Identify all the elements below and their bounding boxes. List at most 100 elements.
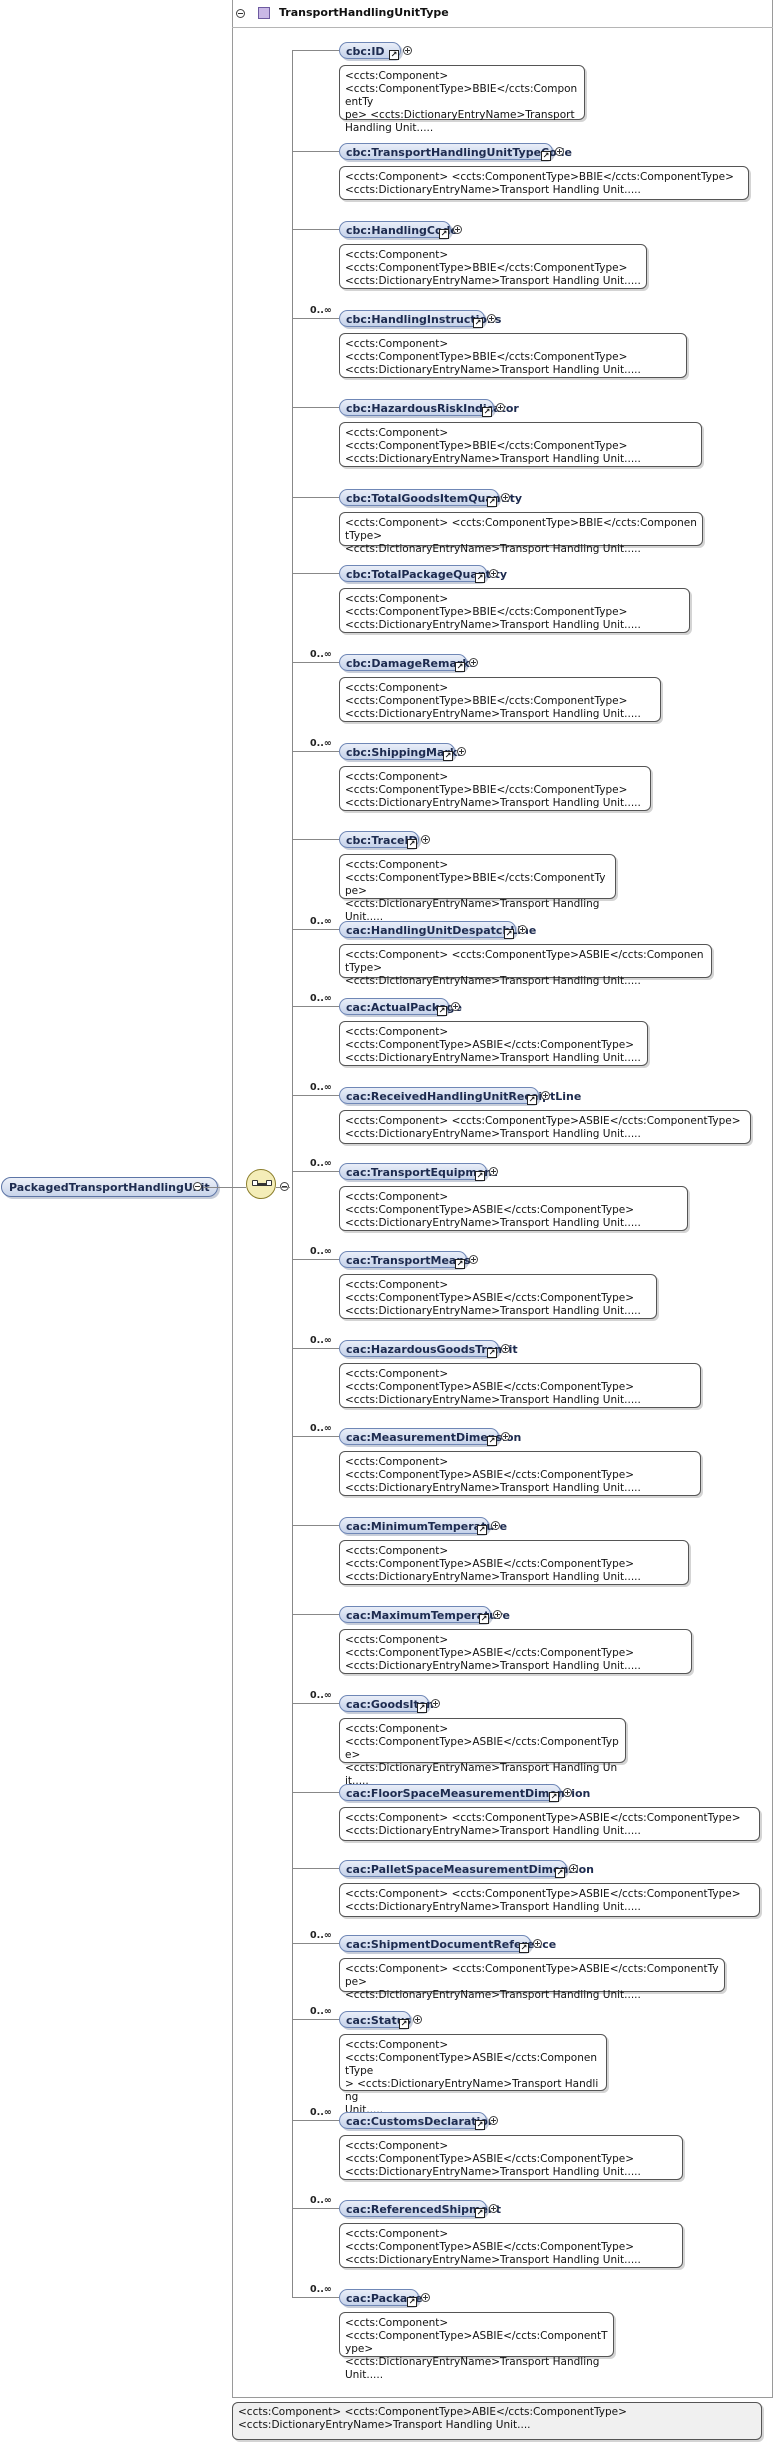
schema-element[interactable]: cbc:DamageRemarks [339, 654, 476, 671]
sequence-compositor-icon [246, 1169, 276, 1199]
root-collapse-toggle-icon[interactable] [193, 1182, 202, 1191]
schema-element-label: cbc:DamageRemarks [346, 657, 477, 670]
element-connector [292, 318, 339, 319]
occurrence-label: 0..∞ [310, 1246, 332, 1257]
expand-toggle-icon[interactable] [453, 225, 462, 234]
schema-element-label: cac:FloorSpaceMeasurementDimension [346, 1787, 591, 1800]
sequence-collapse-toggle-icon[interactable] [280, 1182, 289, 1191]
schema-element[interactable]: cbc:TotalGoodsItemQuantity [339, 489, 522, 506]
reference-arrow-icon: ↗ [443, 751, 453, 761]
schema-element-label: cbc:HazardousRiskIndicator [346, 402, 519, 415]
reference-arrow-icon: ↗ [487, 1348, 497, 1358]
occurrence-label: 0..∞ [310, 1930, 332, 1941]
schema-element-label: cbc:HandlingCode [346, 224, 458, 237]
expand-toggle-icon[interactable] [555, 147, 564, 156]
schema-element[interactable]: cbc:HazardousRiskIndicator [339, 399, 519, 416]
element-connector [292, 662, 339, 663]
schema-element-label: cac:GoodsItem [346, 1698, 438, 1711]
root-element[interactable]: PackagedTransportHandlingUnit [1, 1177, 218, 1197]
occurrence-label: 0..∞ [310, 649, 332, 660]
occurrence-label: 0..∞ [310, 2107, 332, 2118]
reference-arrow-icon: ↗ [475, 573, 485, 583]
schema-element[interactable]: cbc:TraceID [339, 831, 419, 848]
expand-toggle-icon[interactable] [413, 2015, 422, 2024]
reference-arrow-icon: ↗ [399, 2019, 409, 2029]
schema-element[interactable]: cac:TransportMeans [339, 1251, 471, 1268]
element-annotation: <ccts:Component> <ccts:ComponentType>BBI… [339, 244, 647, 289]
expand-toggle-icon[interactable] [569, 1864, 578, 1873]
expand-toggle-icon[interactable] [533, 1939, 542, 1948]
occurrence-label: 0..∞ [310, 738, 332, 749]
expand-toggle-icon[interactable] [496, 403, 505, 412]
schema-element[interactable]: cbc:HandlingCode [339, 221, 458, 238]
expand-toggle-icon[interactable] [469, 1255, 478, 1264]
occurrence-label: 0..∞ [310, 993, 332, 1004]
schema-element[interactable]: cac:HandlingUnitDespatchLine [339, 921, 536, 938]
element-connector [292, 573, 339, 574]
expand-toggle-icon[interactable] [493, 1610, 502, 1619]
schema-element[interactable]: cac:MeasurementDimension [339, 1428, 521, 1445]
expand-toggle-icon[interactable] [469, 658, 478, 667]
element-connector [292, 1259, 339, 1260]
reference-arrow-icon: ↗ [482, 407, 492, 417]
expand-toggle-icon[interactable] [403, 46, 412, 55]
expand-toggle-icon[interactable] [501, 1344, 510, 1353]
schema-element[interactable]: cac:ShipmentDocumentReference [339, 1935, 556, 1952]
expand-toggle-icon[interactable] [489, 569, 498, 578]
element-annotation: <ccts:Component> <ccts:ComponentType>ASB… [339, 1110, 751, 1144]
occurrence-label: 0..∞ [310, 1690, 332, 1701]
element-annotation: <ccts:Component> <ccts:ComponentType>ASB… [339, 1021, 648, 1066]
element-annotation: <ccts:Component> <ccts:ComponentType>ASB… [339, 2223, 683, 2268]
expand-toggle-icon[interactable] [501, 1432, 510, 1441]
schema-element[interactable]: cac:Status [339, 2011, 411, 2028]
schema-element[interactable]: cbc:TransportHandlingUnitTypeCode [339, 143, 572, 160]
schema-element[interactable]: cbc:HandlingInstructions [339, 310, 501, 327]
expand-toggle-icon[interactable] [451, 1002, 460, 1011]
schema-element[interactable]: cac:MinimumTemperature [339, 1517, 507, 1534]
schema-element[interactable]: cac:TransportEquipment [339, 1163, 497, 1180]
element-connector [292, 1792, 339, 1793]
expand-toggle-icon[interactable] [541, 1091, 550, 1100]
expand-toggle-icon[interactable] [489, 2116, 498, 2125]
schema-element-label: cac:MinimumTemperature [346, 1520, 508, 1533]
reference-arrow-icon: ↗ [541, 151, 551, 161]
expand-toggle-icon[interactable] [489, 2204, 498, 2213]
sequence-spine-line [292, 50, 293, 2297]
schema-element[interactable]: cbc:ShippingMarks [339, 743, 464, 760]
expand-toggle-icon[interactable] [487, 314, 496, 323]
expand-toggle-icon[interactable] [501, 493, 510, 502]
element-annotation: <ccts:Component> <ccts:ComponentType>ASB… [339, 1718, 626, 1787]
schema-element[interactable]: cac:ReferencedShipment [339, 2200, 501, 2217]
schema-element[interactable]: cac:ReceivedHandlingUnitReceiptLine [339, 1087, 581, 1104]
reference-arrow-icon: ↗ [479, 1614, 489, 1624]
expand-toggle-icon[interactable] [431, 1699, 440, 1708]
schema-element[interactable]: cac:GoodsItem [339, 1695, 438, 1712]
schema-element[interactable]: cac:ActualPackage [339, 998, 462, 1015]
expand-toggle-icon[interactable] [421, 835, 430, 844]
schema-element[interactable]: cbc:ID [339, 42, 401, 59]
schema-element[interactable]: cbc:TotalPackageQuantity [339, 565, 507, 582]
expand-toggle-icon[interactable] [489, 1167, 498, 1176]
expand-toggle-icon[interactable] [457, 747, 466, 756]
type-header [232, 0, 773, 28]
schema-element[interactable]: cac:FloorSpaceMeasurementDimension [339, 1784, 590, 1801]
expand-toggle-icon[interactable] [421, 2293, 430, 2302]
schema-element-label: cac:Package [346, 2292, 423, 2305]
schema-element[interactable]: cac:HazardousGoodsTransit [339, 1340, 518, 1357]
schema-element[interactable]: cac:CustomsDeclaration [339, 2112, 496, 2129]
root-element-label: PackagedTransportHandlingUnit [9, 1181, 210, 1194]
schema-element-label: cac:ActualPackage [346, 1001, 462, 1014]
expand-toggle-icon[interactable] [563, 1788, 572, 1797]
schema-element[interactable]: cac:MaximumTemperature [339, 1606, 510, 1623]
expand-toggle-icon[interactable] [491, 1521, 500, 1530]
reference-arrow-icon: ↗ [417, 1703, 427, 1713]
schema-element-label: cac:TransportMeans [346, 1254, 471, 1267]
element-connector [292, 151, 339, 152]
element-connector [292, 1436, 339, 1437]
schema-element[interactable]: cac:Package [339, 2289, 423, 2306]
reference-arrow-icon: ↗ [477, 1525, 487, 1535]
schema-element[interactable]: cac:PalletSpaceMeasurementDimension [339, 1860, 594, 1877]
expand-toggle-icon[interactable] [518, 925, 527, 934]
collapse-toggle-icon[interactable] [236, 9, 245, 18]
element-connector [292, 1525, 339, 1526]
